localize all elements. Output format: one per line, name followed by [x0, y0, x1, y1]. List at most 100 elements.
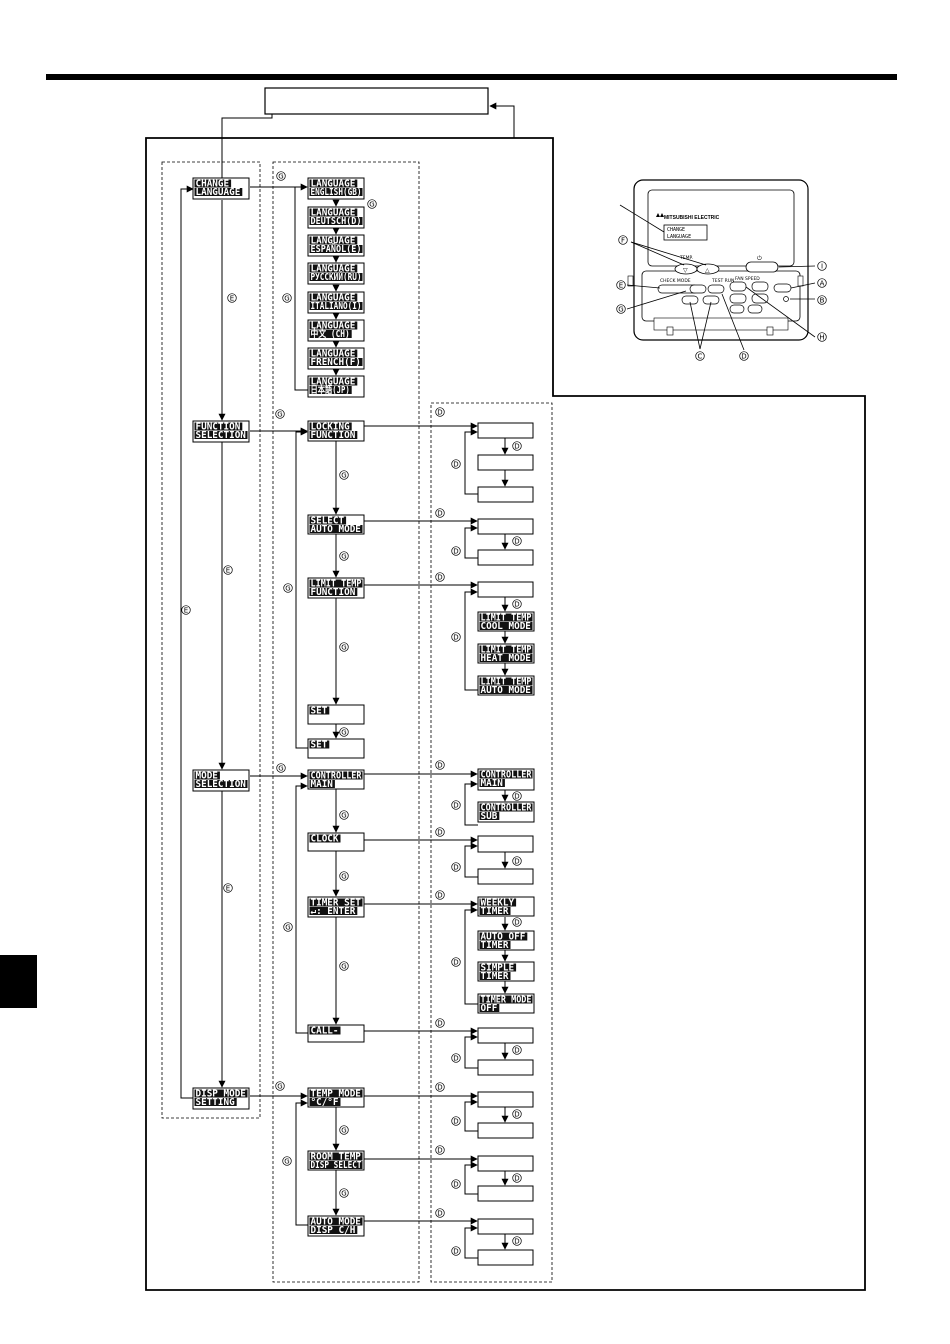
controller-option-1-line-2: MAIN	[481, 778, 504, 789]
marker-g-1: G	[276, 171, 286, 181]
svg-text:D: D	[437, 510, 442, 518]
marker-d-36: D	[512, 856, 522, 866]
fan-button[interactable]	[729, 281, 747, 292]
timer-up-button[interactable]	[702, 295, 720, 305]
menu-change-language-line-1: CHANGE	[196, 179, 230, 190]
marker-g-7: G	[283, 583, 293, 593]
on-off-button[interactable]	[745, 261, 779, 273]
limit-option-3-line-2: AUTO MODE	[481, 685, 532, 696]
item-controller-main-line-1: CONTROLLER	[311, 771, 362, 782]
hinge-right	[766, 326, 774, 336]
controller-option-2-line-2: SUB	[481, 811, 498, 822]
svg-text:D: D	[453, 864, 458, 872]
louver-button[interactable]	[751, 281, 769, 292]
timer-down-button[interactable]	[681, 295, 699, 305]
reset-button[interactable]	[783, 296, 789, 302]
remote-screen-line-2: LANGUAGE	[667, 234, 691, 240]
option-column-region	[430, 402, 553, 1283]
svg-text:G: G	[284, 295, 289, 303]
marker-g-5: G	[339, 470, 349, 480]
language-option-8-line-1: LANGUAGE	[311, 377, 356, 388]
hinge-left	[666, 326, 674, 336]
svg-text:D: D	[453, 1181, 458, 1189]
timer-mode-button[interactable]	[729, 304, 745, 314]
item-temp-mode-line-2: °C/°F	[311, 1097, 339, 1108]
menu-function-selection-line-1: FUNCTION	[196, 422, 241, 433]
vane-button[interactable]	[729, 293, 747, 304]
filter-button[interactable]	[773, 283, 792, 293]
marker-d-61: D	[739, 351, 749, 361]
up-arrow-icon: △	[705, 267, 710, 274]
marker-d-30: D	[512, 599, 522, 609]
language-option-1-line-1: LANGUAGE	[311, 179, 356, 190]
svg-text:D: D	[453, 1248, 458, 1256]
marker-g-18: G	[339, 1188, 349, 1198]
item-auto-mode-disp-line-1: AUTO MODE	[311, 1217, 362, 1228]
mode-button[interactable]	[707, 284, 725, 294]
language-option-7-line-2: FRENCH(F)	[311, 357, 361, 368]
item-temp-mode: TEMP MODE°C/°F	[307, 1087, 365, 1108]
limit-option-2-line-1: LIMIT TEMP	[481, 645, 532, 656]
limit-option-1-line-1: LIMIT TEMP	[481, 613, 532, 624]
language-option-7-line-1: LANGUAGE	[311, 349, 356, 360]
marker-a-57: A	[817, 278, 827, 288]
marker-d-24: D	[512, 441, 522, 451]
language-option-4-line-1: LANGUAGE	[311, 264, 356, 275]
svg-text:D: D	[437, 409, 442, 417]
svg-text:D: D	[741, 353, 746, 361]
remote-brand: MITSUBISHI ELECTRIC	[664, 215, 720, 221]
test-run-button[interactable]	[689, 284, 707, 294]
marker-d-33: D	[512, 791, 522, 801]
brand-logo-icon	[656, 213, 664, 217]
svg-text:G: G	[284, 1158, 289, 1166]
marker-e-20: E	[181, 605, 191, 615]
marker-e-19: E	[227, 293, 237, 303]
marker-g-12: G	[339, 871, 349, 881]
marker-g-15: G	[275, 1081, 285, 1091]
menu-mode-selection-line-1: MODE	[196, 771, 219, 782]
svg-text:D: D	[514, 538, 519, 546]
marker-d-35: D	[435, 827, 445, 837]
limit-option-2-line-2: HEAT MODE	[481, 653, 532, 664]
item-select-auto-mode-line-2: AUTO MODE	[311, 524, 362, 535]
svg-text:D: D	[514, 793, 519, 801]
item-set-1-line-1: SET	[311, 706, 328, 717]
item-controller-main-line-2: MAIN	[311, 779, 334, 790]
vent-button[interactable]	[751, 293, 769, 304]
svg-text:G: G	[341, 729, 346, 737]
temp-up-button[interactable]	[696, 263, 720, 275]
marker-g-14: G	[339, 961, 349, 971]
svg-text:G: G	[369, 201, 374, 209]
svg-text:G: G	[618, 306, 623, 314]
svg-text:D: D	[437, 762, 442, 770]
marker-e-54: E	[616, 280, 626, 290]
remote-screen	[663, 224, 708, 241]
marker-d-29: D	[435, 572, 445, 582]
svg-text:G: G	[277, 1083, 282, 1091]
marker-g-8: G	[339, 642, 349, 652]
marker-d-23: D	[435, 407, 445, 417]
marker-d-51: D	[512, 1236, 522, 1246]
marker-g-9: G	[339, 727, 349, 737]
item-call: CALL-	[307, 1024, 365, 1043]
marker-i-56: I	[817, 261, 827, 271]
timer-option-3-line-2: TIMER	[481, 971, 509, 982]
step-markers: GGGGGGGGGGGGGGGGGGEEEEDDDDDDDDDDDDDDDDDD…	[181, 171, 827, 1256]
svg-text:G: G	[285, 924, 290, 932]
item-select-auto-mode-line-1: SELECT	[311, 516, 345, 527]
marker-d-52: D	[451, 1246, 461, 1256]
timer-set-button[interactable]	[747, 304, 763, 314]
svg-text:G: G	[277, 411, 282, 419]
temp-label: TEMP.	[679, 255, 693, 261]
item-set-1: SET┴┴ 웃	[307, 704, 365, 725]
language-option-6-line-1: LANGUAGE	[311, 321, 356, 332]
